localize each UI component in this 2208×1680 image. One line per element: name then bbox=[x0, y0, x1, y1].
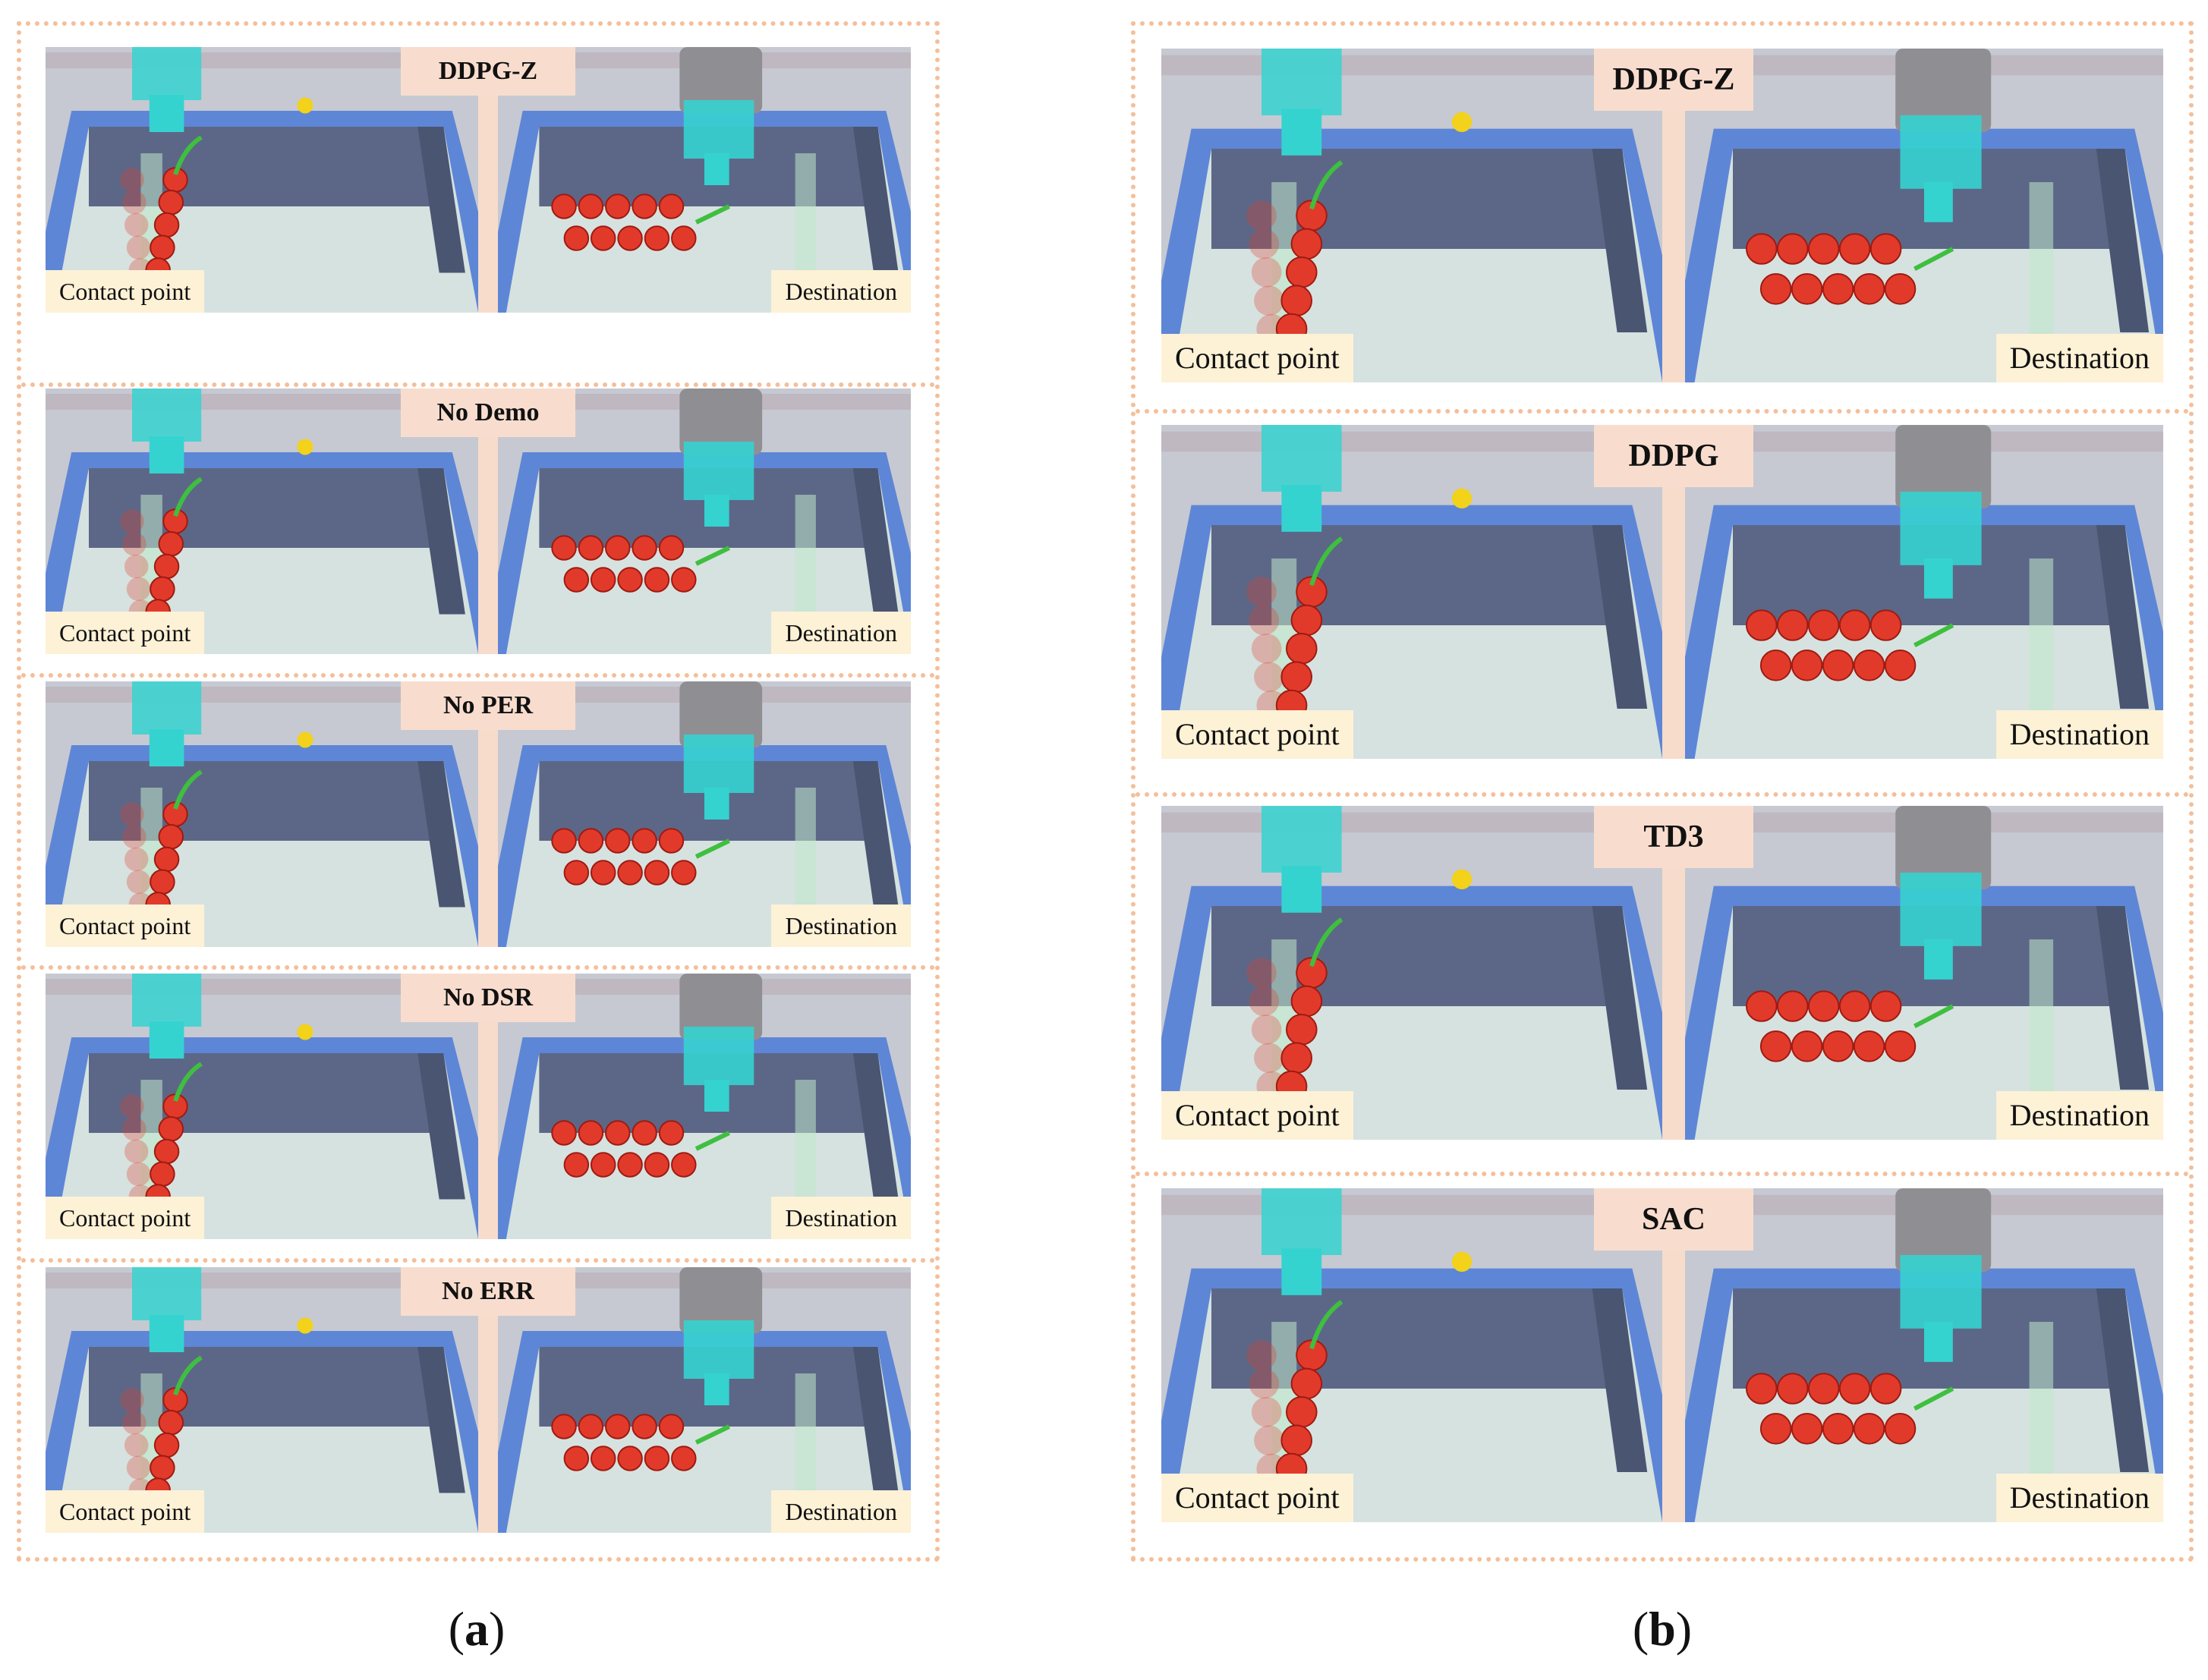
method-title: DDPG-Z bbox=[1594, 49, 1753, 111]
row-separator bbox=[1135, 792, 2189, 797]
destination-label: Destination bbox=[771, 612, 911, 654]
destination-label: Destination bbox=[771, 904, 911, 947]
contact-point-label: Contact point bbox=[1161, 1474, 1353, 1522]
comparison-row: No DSR Contact point Destination bbox=[46, 974, 911, 1239]
destination-scene bbox=[1685, 806, 2163, 1140]
destination-scene bbox=[1685, 1188, 2163, 1522]
destination-label: Destination bbox=[1995, 710, 2163, 759]
comparison-row: DDPG Contact point Destination bbox=[1161, 425, 2163, 759]
method-title: DDPG bbox=[1594, 425, 1753, 487]
method-title: TD3 bbox=[1594, 806, 1753, 868]
contact-point-label: Contact point bbox=[46, 1197, 205, 1239]
method-title: No ERR bbox=[401, 1267, 575, 1316]
destination-label: Destination bbox=[771, 270, 911, 313]
destination-scene bbox=[1685, 425, 2163, 759]
comparison-row: No ERR Contact point Destination bbox=[46, 1267, 911, 1533]
destination-scene bbox=[1685, 49, 2163, 382]
contact-point-label: Contact point bbox=[46, 904, 205, 947]
contact-point-scene bbox=[46, 974, 478, 1239]
destination-label: Destination bbox=[1995, 1474, 2163, 1522]
row-separator bbox=[1135, 1172, 2189, 1176]
destination-label: Destination bbox=[771, 1490, 911, 1533]
comparison-row: No PER Contact point Destination bbox=[46, 681, 911, 947]
destination-label: Destination bbox=[1995, 334, 2163, 382]
row-separator bbox=[1135, 409, 2189, 414]
method-title: No Demo bbox=[401, 389, 575, 437]
contact-point-label: Contact point bbox=[1161, 710, 1353, 759]
row-separator bbox=[21, 965, 935, 970]
destination-scene bbox=[498, 389, 911, 654]
contact-point-label: Contact point bbox=[1161, 334, 1353, 382]
method-title: No PER bbox=[401, 681, 575, 730]
destination-label: Destination bbox=[1995, 1091, 2163, 1140]
destination-label: Destination bbox=[771, 1197, 911, 1239]
row-separator bbox=[21, 673, 935, 678]
comparison-row: SAC Contact point Destination bbox=[1161, 1188, 2163, 1522]
comparison-row: DDPG-Z Contact point Destination bbox=[1161, 49, 2163, 382]
contact-point-scene bbox=[1161, 806, 1662, 1140]
comparison-row: DDPG-Z Contact point Destination bbox=[46, 47, 911, 313]
group-a-frame bbox=[17, 21, 940, 1562]
contact-point-scene bbox=[1161, 425, 1662, 759]
contact-point-label: Contact point bbox=[46, 612, 205, 654]
row-separator bbox=[21, 382, 935, 387]
row-separator bbox=[21, 1258, 935, 1263]
method-title: No DSR bbox=[401, 974, 575, 1022]
method-title: SAC bbox=[1594, 1188, 1753, 1251]
contact-point-label: Contact point bbox=[46, 1490, 205, 1533]
contact-point-scene bbox=[1161, 49, 1662, 382]
contact-point-scene bbox=[46, 47, 478, 313]
caption-a: (a) bbox=[448, 1602, 506, 1656]
contact-point-label: Contact point bbox=[46, 270, 205, 313]
caption-b: (b) bbox=[1632, 1602, 1693, 1656]
contact-point-scene bbox=[46, 1267, 478, 1533]
group-b-frame bbox=[1131, 21, 2194, 1562]
method-title: DDPG-Z bbox=[401, 47, 575, 96]
contact-point-scene bbox=[1161, 1188, 1662, 1522]
contact-point-label: Contact point bbox=[1161, 1091, 1353, 1140]
